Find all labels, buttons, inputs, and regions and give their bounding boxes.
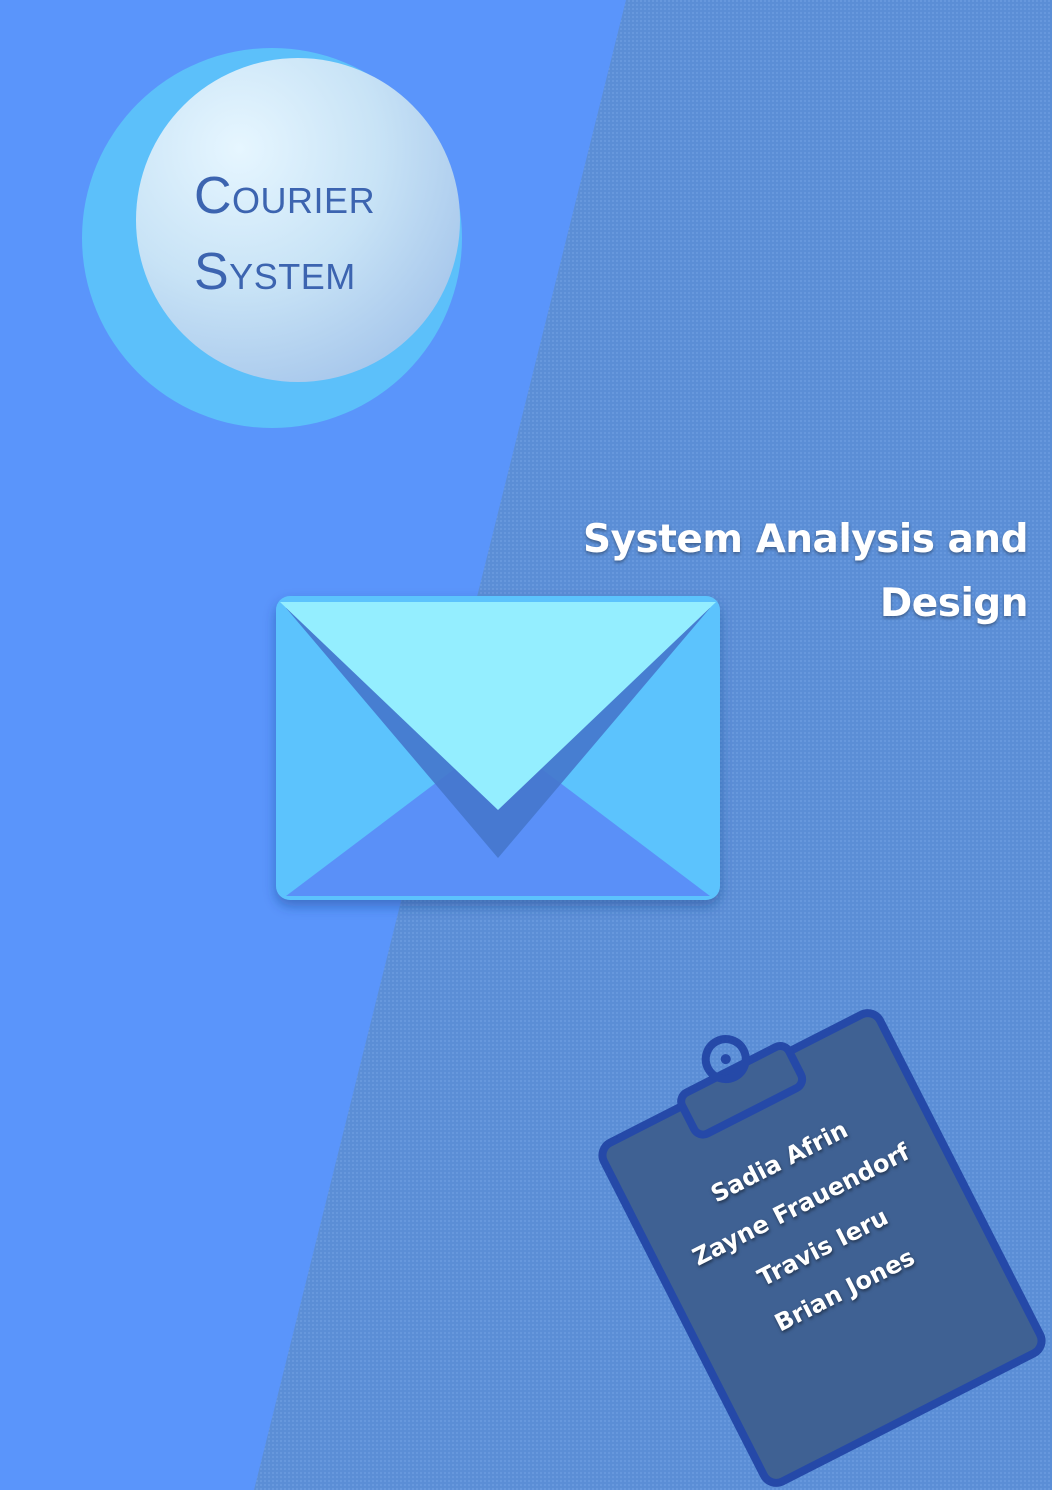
cover-title-line2: System (194, 243, 356, 301)
cover-title: Courier System (194, 158, 375, 310)
clipboard-icon (598, 1009, 1046, 1487)
cover-title-line1: Courier (194, 167, 376, 225)
envelope-icon (276, 596, 720, 900)
title-circle-inner (136, 58, 460, 382)
course-subject: System Analysis and Design (583, 517, 1028, 626)
